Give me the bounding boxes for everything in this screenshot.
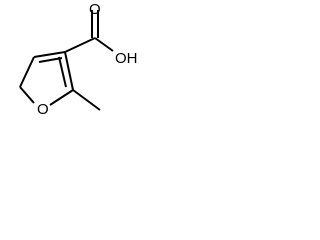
bond-c3-carboxyl [64,37,96,53]
bond-c5-o [19,86,35,104]
molecule-structure: O OH O [19,1,138,118]
bond-c2-methyl [72,89,101,111]
structure-canvas: O OH O [0,0,154,140]
carbonyl-oxygen-label: O [89,1,101,18]
bond-c3-c4 [33,51,66,58]
bond-c2-c3 [64,51,74,91]
bond-c3-c4-double [38,57,63,63]
bond-c4-c5 [19,56,35,88]
bond-c2-c3-double [58,56,67,88]
hydroxyl-label: OH [115,50,138,67]
bond-c-oh [94,37,114,52]
ring-oxygen-label: O [37,101,49,118]
bond-o-c2 [49,89,74,106]
